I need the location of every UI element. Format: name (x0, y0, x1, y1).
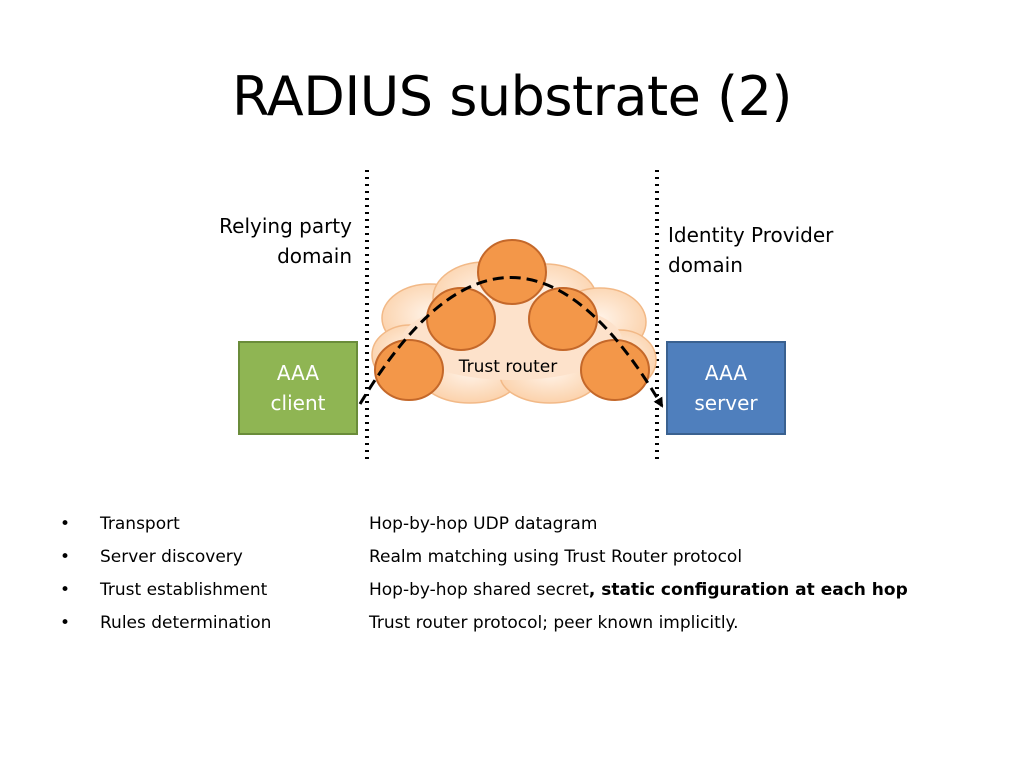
trust-router-diagram: Relying party domain Identity Provider d… (219, 170, 834, 462)
bullet-glyph: • (60, 580, 71, 600)
list-item: • Rules determination Trust router proto… (60, 607, 960, 640)
property-description: Hop-by-hop UDP datagram (369, 514, 598, 534)
bullet-glyph: • (60, 514, 71, 534)
router-node-top (477, 239, 547, 305)
identity-provider-domain-label: Identity Provider domain (668, 223, 834, 277)
list-item: • Server discovery Realm matching using … (60, 541, 960, 574)
router-node-upper-left (426, 287, 496, 351)
diagram-graphics (358, 170, 664, 462)
property-term: Server discovery (100, 547, 243, 567)
bullet-glyph: • (60, 547, 71, 567)
trust-router-label: Trust router (458, 357, 558, 377)
aaa-server-box: AAA server (666, 341, 786, 435)
property-term: Transport (100, 514, 180, 534)
list-item: • Trust establishment Hop-by-hop shared … (60, 574, 960, 607)
relying-party-domain-label: Relying party domain (219, 214, 352, 268)
property-description: Realm matching using Trust Router protoc… (369, 547, 743, 567)
bullet-glyph: • (60, 613, 71, 633)
list-item: • Transport Hop-by-hop UDP datagram (60, 508, 960, 541)
property-term: Trust establishment (100, 580, 268, 600)
aaa-client-box: AAA client (238, 341, 358, 435)
trust-path-arrow (358, 276, 664, 408)
property-description: Trust router protocol; peer known implic… (369, 613, 739, 633)
router-node-lower-right (580, 339, 650, 401)
property-term: Rules determination (100, 613, 272, 633)
property-description: Hop-by-hop shared secret, static configu… (369, 580, 908, 600)
properties-list: • Transport Hop-by-hop UDP datagram • Se… (60, 508, 960, 640)
router-node-lower-left (374, 339, 444, 401)
router-node-upper-right (528, 287, 598, 351)
slide-title: RADIUS substrate (2) (231, 65, 793, 128)
